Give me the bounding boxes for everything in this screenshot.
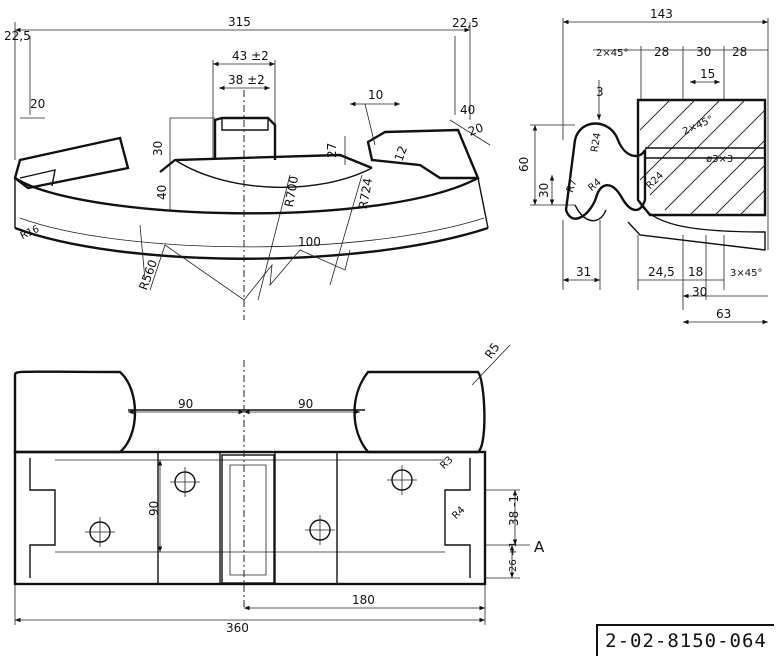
dim-15: 15: [700, 67, 715, 81]
dim-chamfer-top: 2×45°: [596, 48, 628, 59]
plan-dim-26: 26 +1: [508, 541, 519, 572]
dim-r700: R700: [282, 175, 301, 208]
bolt-hole: [85, 517, 115, 547]
bolt-hole: [170, 467, 200, 497]
dim-3x3: ø3×3: [706, 154, 733, 165]
hatched-body: 2×45° ø3×3 R24: [636, 98, 767, 217]
dim-43: 43 ±2: [232, 49, 269, 63]
plan-dim-r3: R3: [438, 455, 455, 472]
plan-dim-90v: 90: [147, 501, 161, 516]
dim-r16: R16: [19, 224, 41, 242]
dim-r24: R24: [589, 132, 603, 153]
dim-28b: 28: [732, 45, 747, 59]
dim-20-right: 20: [466, 120, 485, 138]
dim-r7: R7: [565, 178, 580, 194]
dim-31: 31: [576, 265, 591, 279]
bolt-hole: [387, 465, 417, 495]
dim-chamfer-bot: 3×45°: [730, 268, 762, 279]
dim-20-left: 20: [30, 97, 45, 111]
bolt-hole: [305, 515, 335, 545]
dim-22-5-right: 22,5: [452, 16, 479, 30]
dim-28a: 28: [654, 45, 669, 59]
plan-dim-360: 360: [226, 621, 249, 635]
dim-315: 315: [228, 15, 251, 29]
plan-view: 90 90 R5 90 R3 R: [13, 340, 545, 635]
dim-18: 18: [688, 265, 703, 279]
dim-r4: R4: [586, 177, 603, 194]
dim-r560: R560: [136, 258, 160, 292]
dim-30-left: 30: [537, 183, 551, 198]
dim-22-5-left: 22,5: [4, 29, 31, 43]
plan-dim-r5: R5: [482, 340, 503, 361]
dim-24-5: 24,5: [648, 265, 675, 279]
drawing-number: 2-02-8150-064: [596, 624, 774, 656]
dim-38-top: 38 ±2: [228, 73, 265, 87]
dim-40-right: 40: [460, 103, 475, 117]
plan-dim-r4: R4: [450, 505, 467, 522]
dim-r724: R724: [356, 177, 375, 210]
front-view: 22,5 315 22,5 43 ±2 38 ±2 20 30 40 10: [4, 15, 491, 320]
plan-dim-90b: 90: [298, 397, 313, 411]
dim-12: 12: [392, 144, 410, 163]
plan-dim-180: 180: [352, 593, 375, 607]
plan-dim-90a: 90: [178, 397, 193, 411]
plan-dim-38: 38 -1: [507, 495, 521, 526]
dim-3: 3: [596, 85, 604, 99]
dim-27: 27: [325, 143, 339, 158]
dim-40: 40: [155, 185, 169, 200]
plan-ref-a: A: [534, 538, 545, 556]
dim-r24b: R24: [644, 170, 666, 192]
dim-30: 30: [151, 141, 165, 156]
dim-60: 60: [517, 157, 531, 172]
dim-143: 143: [650, 7, 673, 21]
dim-63: 63: [716, 307, 731, 321]
dim-10: 10: [368, 88, 383, 102]
side-section: 143 2×45° 28 30 28 15 3 2×45° ø3×3 R24 6…: [517, 7, 769, 325]
dim-2x45-in: 2×45°: [681, 114, 715, 138]
dim-100: 100: [298, 235, 321, 249]
dim-30-bot: 30: [692, 285, 707, 299]
dim-30: 30: [696, 45, 711, 59]
